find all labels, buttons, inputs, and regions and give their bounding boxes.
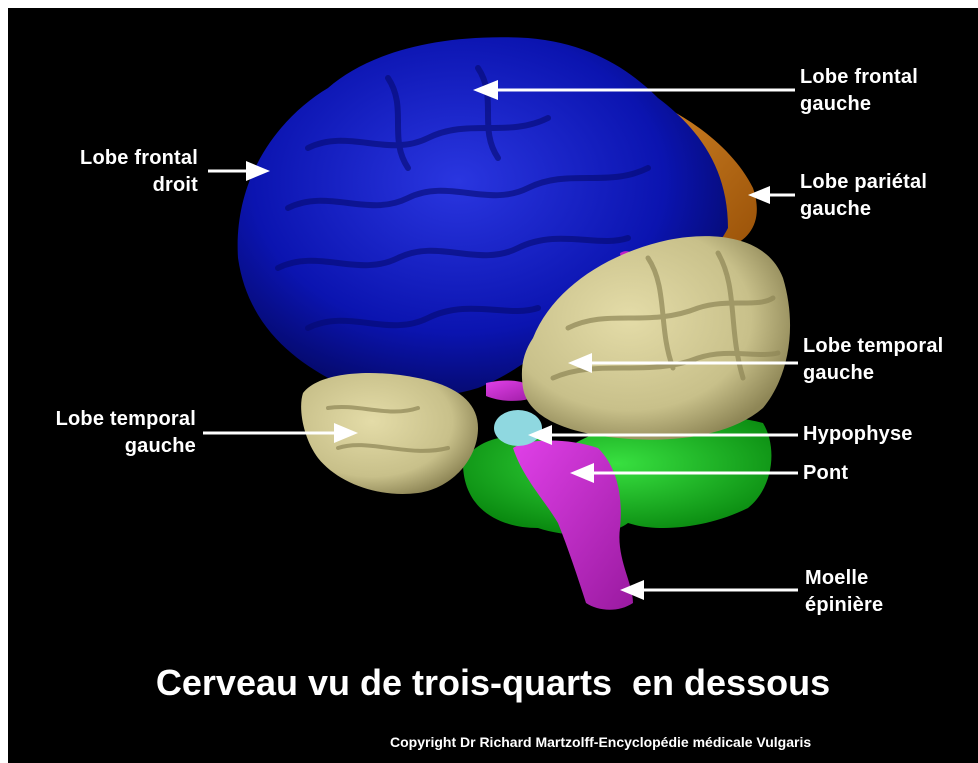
label-moelle: Moelle épinière [805,565,883,619]
copyright-notice: Copyright Dr Richard Martzolff-Encyclopé… [390,734,811,750]
diagram-caption: Cerveau vu de trois-quarts en dessous [8,662,978,704]
label-frontal-right: Lobe frontal droit [18,145,198,199]
label-temporal-right: Lobe temporal gauche [803,333,943,387]
label-frontal-left: Lobe frontal gauche [800,64,918,118]
arrow-moelle [620,580,798,600]
arrow-temporal-left [203,423,358,443]
label-temporal-left: Lobe temporal gauche [8,406,196,460]
label-pont: Pont [803,460,848,487]
label-parietal-left: Lobe pariétal gauche [800,169,927,223]
diagram-frame: Lobe frontal gauche Lobe frontal droit L… [8,8,978,763]
hypophyse-shape [494,410,542,446]
label-hypophyse: Hypophyse [803,421,913,448]
